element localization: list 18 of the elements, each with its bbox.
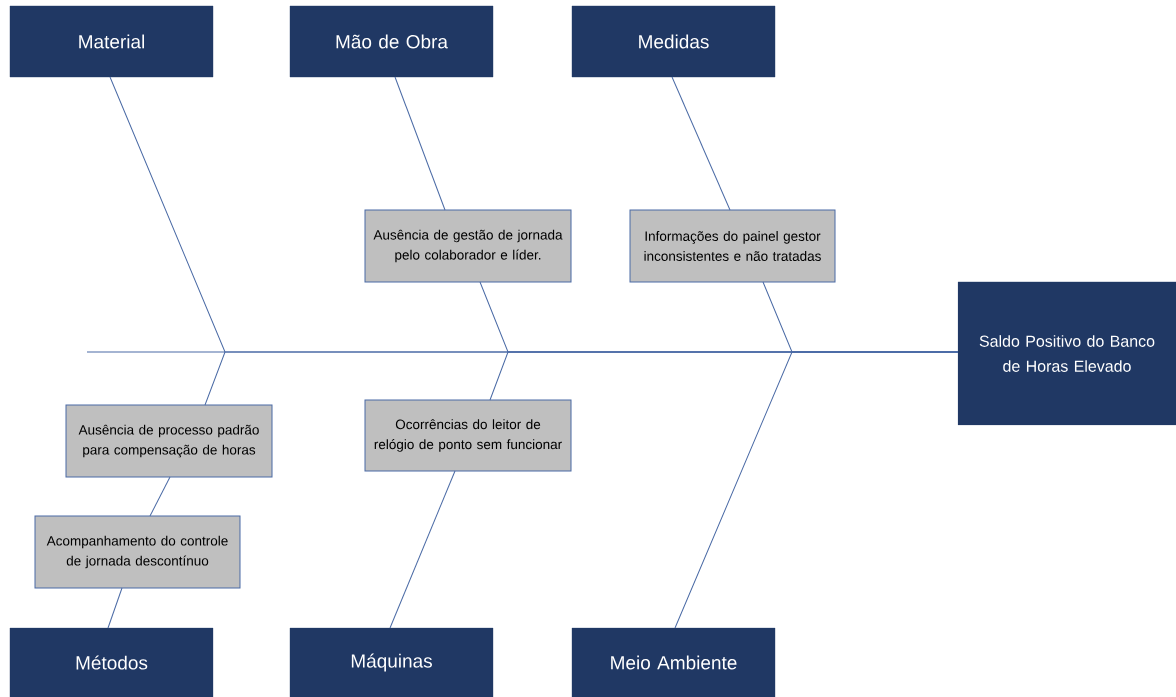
category-box: Medidas: [571, 5, 776, 78]
effect-box: Saldo Positivo do Banco de Horas Elevado: [957, 281, 1176, 426]
cause-box: Ausência de processo padrão para compensação de horas: [65, 404, 273, 478]
bone-line: [394, 76, 446, 211]
category-box: Material: [9, 5, 214, 78]
bone-line: [674, 351, 959, 629]
cause-box: Acompanhamento do controle de jornada descontínuo: [34, 515, 241, 589]
bone-line: [389, 470, 456, 629]
bone-line: [149, 476, 171, 517]
bone-line: [671, 76, 731, 211]
cause-box: Ocorrências do leitor de relógio de ponto sem funcionar: [364, 399, 572, 472]
category-box: Meio Ambiente: [571, 627, 776, 697]
cause-box: Ausência de gestão de jornada pelo colaborador e líder.: [364, 209, 572, 283]
bone-line: [107, 587, 123, 629]
cause-box: Informações do painel gestor inconsistentes e não tratadas: [629, 209, 836, 283]
category-box: Máquinas: [289, 627, 494, 697]
category-box: Mão de Obra: [289, 5, 494, 78]
category-box: Métodos: [9, 627, 214, 697]
